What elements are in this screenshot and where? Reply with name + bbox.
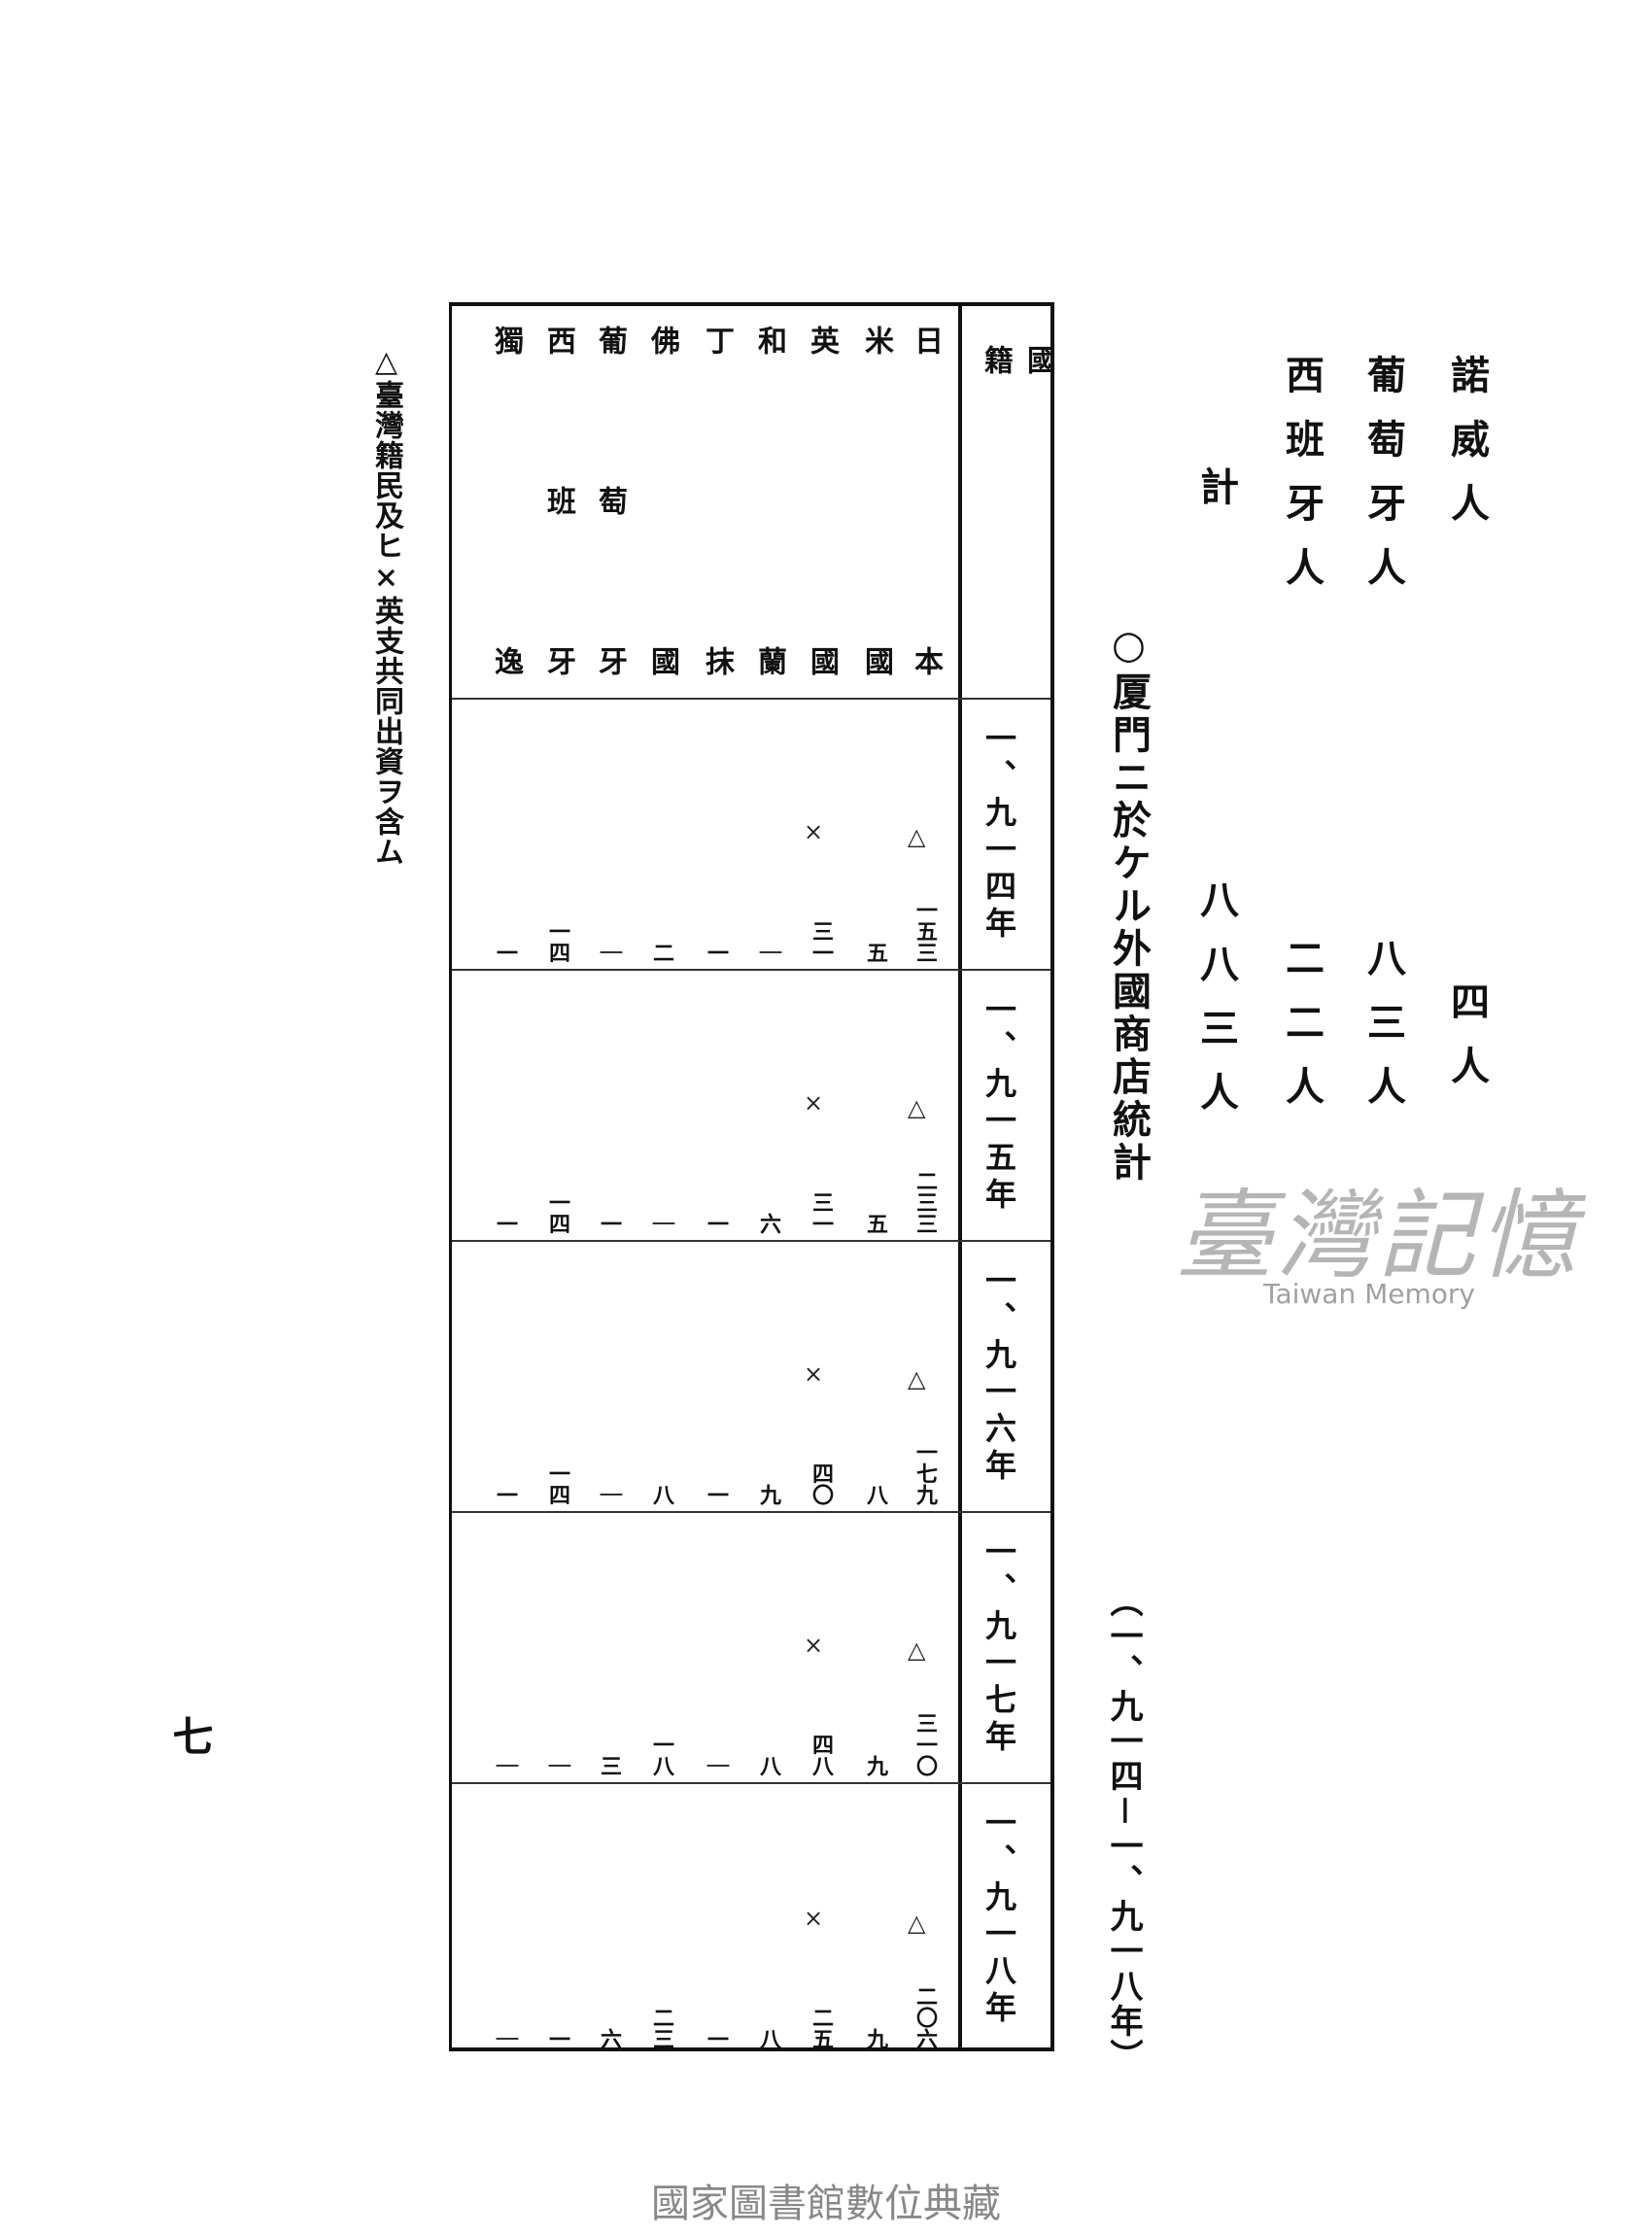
watermark-caption: Taiwan Memory	[1263, 1278, 1475, 1310]
country-name-1: 米國	[859, 326, 893, 675]
table-cell-value: ｜	[597, 942, 622, 963]
table-cell-value: 五	[863, 942, 888, 963]
list-label-spain: 西班牙人	[1279, 355, 1325, 611]
table-cell-value: 八	[756, 2028, 781, 2049]
row-divider	[452, 1511, 1050, 1513]
year-label: 一、九一五年	[981, 993, 1017, 1215]
country-name-4: 丁抹	[700, 326, 734, 675]
triangle-mark-icon: △	[908, 823, 926, 850]
country-name-3: 和蘭	[752, 326, 786, 675]
header-column-divider	[958, 306, 962, 2047]
table-cell-value: 二五	[809, 2007, 834, 2049]
list-label-portugal: 葡萄牙人	[1360, 355, 1406, 611]
cross-mark-icon: ×	[804, 1089, 824, 1117]
table-cell-value: ｜	[649, 1213, 674, 1234]
list-count-norway: 四人	[1444, 981, 1490, 1110]
table-cell-value: ｜	[597, 1484, 622, 1505]
table-cell-value: 六	[756, 1213, 781, 1234]
table-cell-value: 一	[704, 942, 729, 963]
cross-mark-icon: ×	[804, 1905, 824, 1932]
footer-credit: 國家圖書館數位典藏	[651, 2182, 1001, 2226]
table-cell-value: 三一	[809, 1191, 834, 1234]
table-cell-value: 一	[493, 1213, 518, 1234]
cross-mark-icon: ×	[804, 818, 824, 845]
table-cell-value: 一八	[649, 1734, 674, 1776]
year-label: 一、九一八年	[981, 1806, 1017, 2028]
table-cell-value: 八	[756, 1755, 781, 1776]
year-label: 一、九一四年	[981, 722, 1017, 944]
triangle-mark-icon: △	[908, 1909, 926, 1937]
table-cell-value: ｜	[704, 1755, 729, 1776]
year-label: 一、九一七年	[981, 1535, 1017, 1757]
cross-mark-icon: ×	[804, 1360, 824, 1388]
table-cell-value: ｜	[756, 942, 781, 963]
row-divider	[452, 969, 1050, 971]
table-cell-value: 一	[704, 2028, 729, 2049]
footnote: △臺灣籍民及ヒ×英支共同出資ヲ含ム	[369, 345, 403, 867]
country-name-6: 葡萄牙	[593, 326, 627, 675]
table-cell-value: 八	[649, 1484, 674, 1505]
list-label-total: 計	[1193, 466, 1239, 531]
row-divider	[452, 1240, 1050, 1242]
table-cell-value: 四〇	[809, 1462, 834, 1505]
country-name-2: 英國	[805, 326, 839, 675]
table-cell-value: 一四	[545, 1191, 570, 1234]
page-number: 七	[166, 1715, 214, 1756]
table-cell-value: 九	[863, 1755, 888, 1776]
table-cell-value: 三一	[809, 920, 834, 963]
table-cell-value: 九	[863, 2028, 888, 2049]
triangle-mark-icon: △	[908, 1094, 926, 1121]
cross-mark-icon: ×	[804, 1632, 824, 1659]
country-name-0: 日本	[909, 326, 943, 675]
table-cell-value: 九	[756, 1484, 781, 1505]
watermark-logo: 臺灣記憶	[1176, 1179, 1580, 1292]
table-cell-value: 一	[545, 2028, 570, 2049]
table-cell-value: 三一〇	[912, 1712, 938, 1776]
table-cell-value: ｜	[545, 1755, 570, 1776]
row-divider	[452, 698, 1050, 700]
list-label-norway: 諾威人	[1444, 355, 1490, 547]
table-cell-value: 一	[493, 942, 518, 963]
list-count-total: 八八三人	[1193, 879, 1239, 1136]
table-cell-value: 六	[597, 2028, 622, 2049]
table-cell-value: 一七九	[912, 1441, 938, 1505]
table-cell-value: 一五三	[912, 899, 938, 963]
country-name-7: 西班牙	[541, 326, 575, 675]
table-cell-value: 二	[649, 942, 674, 963]
table-cell-value: 一	[704, 1484, 729, 1505]
table-cell-value: 四八	[809, 1734, 834, 1776]
list-count-spain: 二二人	[1279, 938, 1325, 1130]
header-label-nationality: 國籍	[979, 345, 1055, 520]
table-cell-value: 二三	[649, 2007, 674, 2049]
section-title: ○厦門ニ於ケル外國商店統計	[1106, 622, 1152, 1185]
table-cell-value: ｜	[493, 1755, 518, 1776]
table-cell-value: 一四	[545, 920, 570, 963]
country-name-5: 佛國	[645, 326, 679, 675]
table-cell-value: 五	[863, 1213, 888, 1234]
year-label: 一、九一六年	[981, 1264, 1017, 1486]
section-period: （一、九一四－一、九一八年）	[1104, 1584, 1143, 2074]
table-cell-value: 三	[597, 1755, 622, 1776]
foreign-shops-table: 國籍日本米國英國和蘭丁抹佛國葡萄牙西班牙獨逸一、九一四年一五三五三一｜一二｜一四…	[449, 302, 1055, 2051]
triangle-mark-icon: △	[908, 1365, 926, 1393]
table-cell-value: 二三三	[912, 1170, 938, 1234]
table-cell-value: 一四	[545, 1462, 570, 1505]
table-cell-value: 八	[863, 1484, 888, 1505]
table-cell-value: 二〇六	[912, 1985, 938, 2049]
country-name-8: 獨逸	[489, 326, 523, 675]
table-cell-value: ｜	[493, 2028, 518, 2049]
list-count-portugal: 八三人	[1360, 938, 1406, 1130]
table-cell-value: 一	[704, 1213, 729, 1234]
table-cell-value: 一	[493, 1484, 518, 1505]
triangle-mark-icon: △	[908, 1636, 926, 1664]
table-cell-value: 一	[597, 1213, 622, 1234]
row-divider	[452, 1782, 1050, 1784]
